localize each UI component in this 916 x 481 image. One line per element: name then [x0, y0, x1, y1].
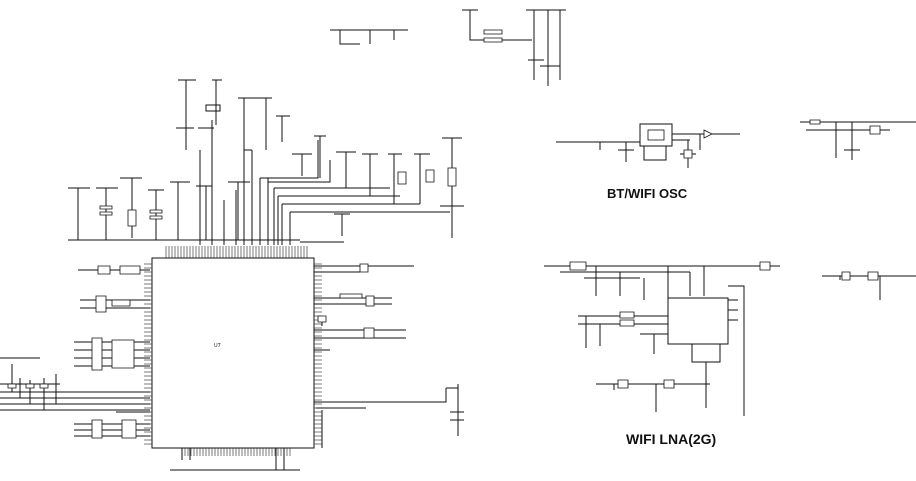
- main-soc-chip: [144, 246, 322, 456]
- osc-block-title: BT/WIFI OSC: [607, 186, 688, 201]
- chip-right-pins: [314, 263, 322, 445]
- chip-left-pins: [144, 263, 152, 445]
- top-right-net: [800, 119, 916, 160]
- chip-top-pins: [165, 246, 308, 258]
- osc-circuit: [556, 123, 740, 168]
- lna-circuit: [544, 261, 916, 416]
- top-center-nets: [330, 9, 566, 86]
- main-chip-ref: U7: [214, 343, 221, 349]
- top-supply-nets: [68, 79, 464, 245]
- lna-block-title: WIFI LNA(2G): [626, 431, 717, 447]
- right-chip-nets: [314, 263, 464, 448]
- left-side-nets: [0, 265, 150, 439]
- chip-bottom-pins: [181, 448, 291, 456]
- bottom-chip-nets: [170, 448, 300, 471]
